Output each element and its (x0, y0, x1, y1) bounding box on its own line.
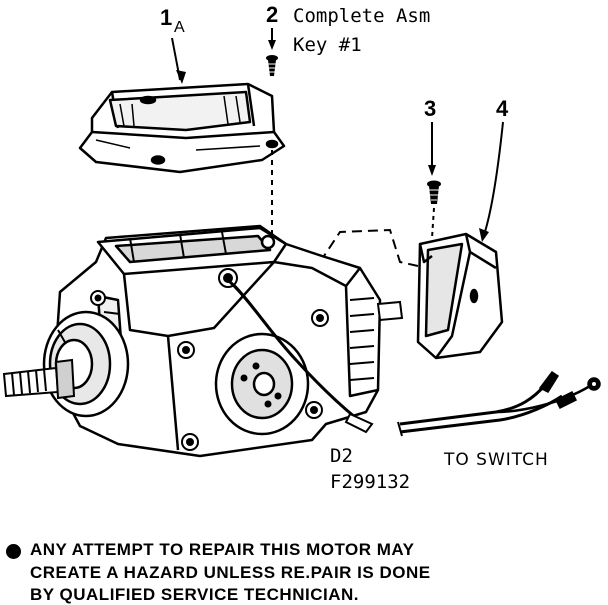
screw-part-3 (427, 180, 441, 204)
leader-arrow-2 (268, 40, 276, 50)
to-switch-label: TO SWITCH (443, 450, 549, 470)
warning-line-3: BY QUALIFIED SERVICE TECHNICIAN. (30, 585, 359, 604)
bearing-plate (214, 332, 310, 436)
part-number: F299132 (330, 471, 410, 493)
leader-line-4 (483, 121, 504, 236)
callout-4-number: 4 (496, 96, 509, 121)
callout-2-line2: Key #1 (293, 34, 362, 56)
motor-shaft (2, 358, 76, 400)
leader-arrow-4 (479, 228, 489, 242)
callout-1a: 1 A (160, 5, 185, 36)
end-cover-part (78, 82, 286, 174)
callout-1-number: 1 (160, 5, 172, 30)
callout-2-number: 2 (266, 2, 278, 27)
right-shaft (376, 300, 404, 322)
diagram-code-d2: D2 (330, 445, 353, 467)
leader-arrow-1 (176, 70, 186, 84)
mounting-bolts (90, 268, 329, 451)
switch-cover-part (416, 232, 504, 360)
callout-4: 4 (496, 96, 509, 121)
warning-bullet-icon (6, 544, 21, 559)
switch-cover-dashed-outline (319, 228, 419, 267)
warning-line-2: CREATE A HAZARD UNLESS RE.PAIR IS DONE (30, 563, 431, 582)
screw-part-2 (266, 55, 278, 76)
leader-arrow-3 (428, 165, 436, 176)
motor-lead-wire-edge (233, 283, 361, 421)
screw-3-path-dashed (431, 207, 435, 239)
callout-3: 3 (424, 96, 436, 121)
switch-harness (397, 370, 601, 437)
warning-line-1: ANY ATTEMPT TO REPAIR THIS MOTOR MAY (30, 540, 415, 559)
callout-2-line1: Complete Asm (293, 5, 430, 27)
callout-1-subscript: A (174, 19, 185, 36)
callout-2: 2 Complete Asm Key #1 (266, 2, 430, 56)
motor-lead-end (344, 412, 374, 434)
callout-3-number: 3 (424, 96, 436, 121)
